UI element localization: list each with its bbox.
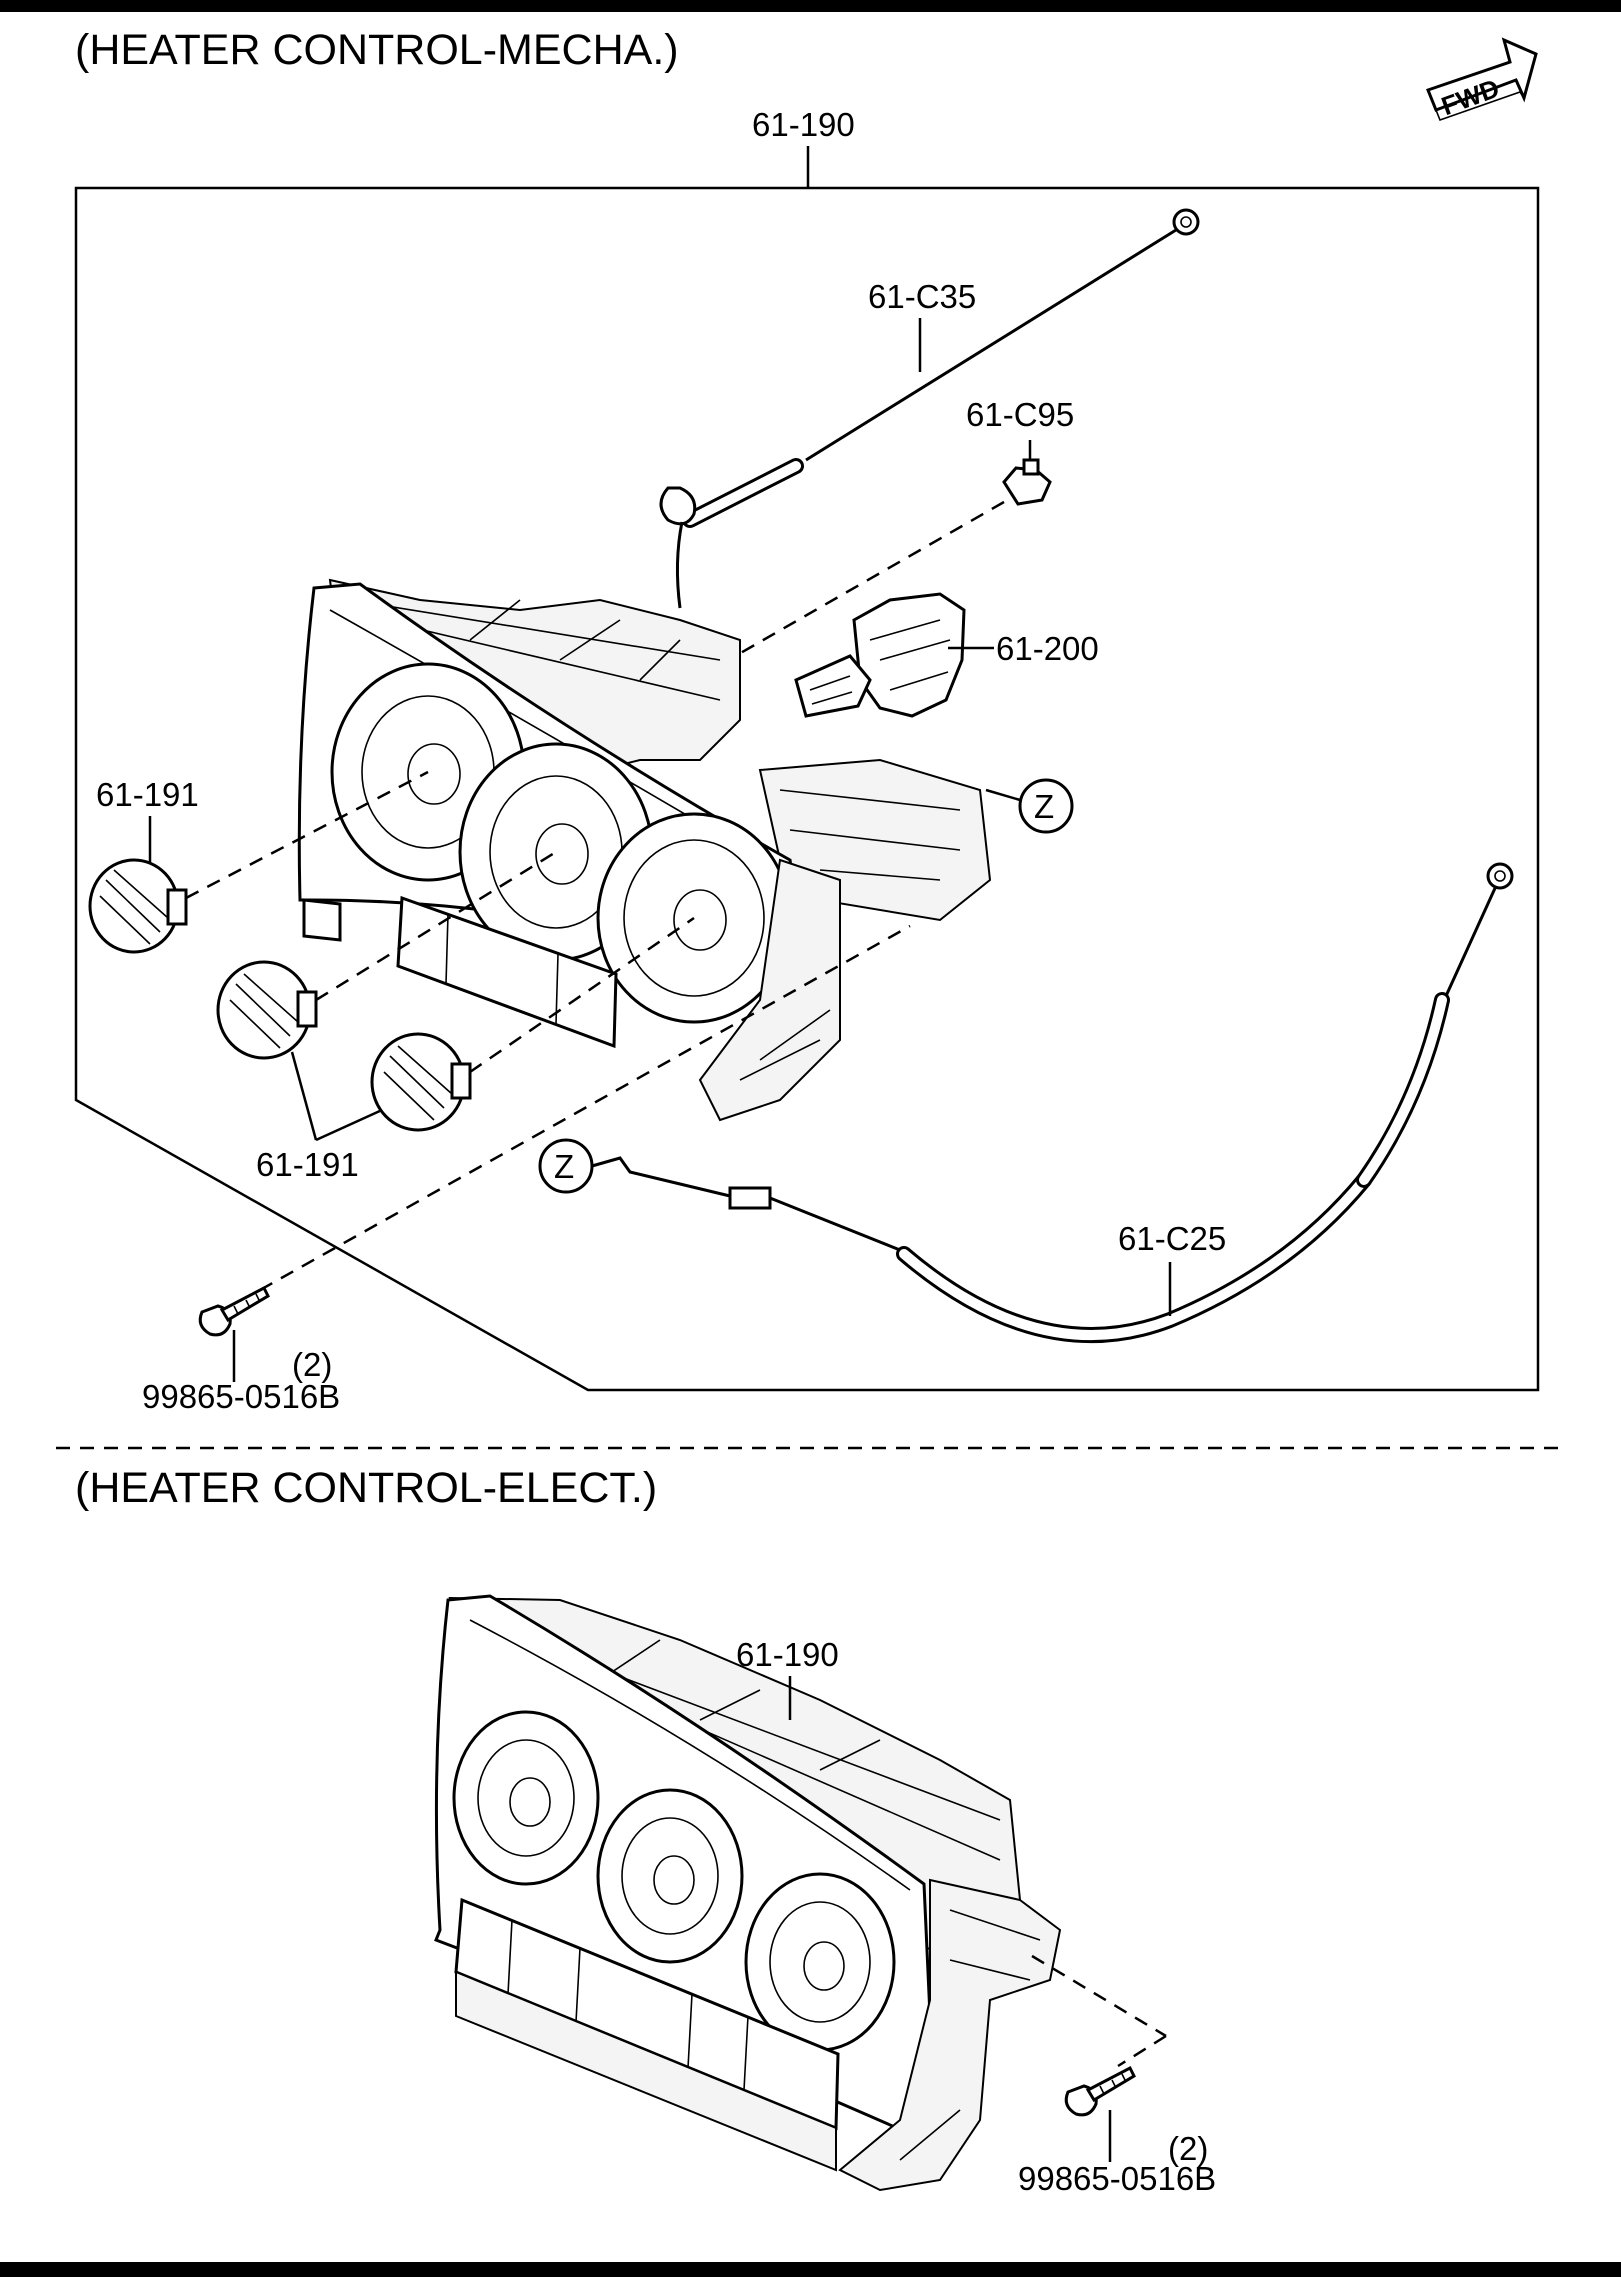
leader-61-191-lower bbox=[290, 1051, 383, 1142]
leader-dashed-screw-elect-2 bbox=[1117, 2034, 1167, 2068]
heater-control-unit-mecha bbox=[297, 578, 992, 1122]
detail-ref-z-bottom: Z bbox=[538, 1138, 594, 1194]
callout-61-190-mecha: 61-190 bbox=[752, 106, 855, 143]
top-border-bar bbox=[0, 0, 1621, 12]
detail-ref-z-bottom-label: Z bbox=[554, 1148, 574, 1185]
leader-dashed-screw-elect bbox=[1031, 1954, 1167, 2038]
heater-control-unit-elect bbox=[434, 1594, 1062, 2192]
knob-61-191-right bbox=[370, 1032, 472, 1132]
callout-99865-0516b-mecha: 99865-0516B bbox=[142, 1378, 340, 1415]
section-title-mecha: (HEATER CONTROL-MECHA.) bbox=[75, 26, 679, 74]
callout-99865-0516b-elect: 99865-0516B bbox=[1018, 2160, 1216, 2197]
detail-ref-z-top-label: Z bbox=[1034, 788, 1054, 825]
callout-61-200: 61-200 bbox=[996, 630, 1099, 667]
detail-ref-z-top: Z bbox=[985, 778, 1074, 834]
knob-61-191-left bbox=[88, 858, 188, 954]
knob-61-191-middle bbox=[216, 960, 318, 1060]
screw-99865-0516b-elect bbox=[1064, 2065, 1136, 2162]
assembly-boundary-mecha bbox=[74, 146, 1540, 1392]
bottom-border-bar bbox=[0, 2262, 1621, 2277]
callout-61-190-elect: 61-190 bbox=[736, 1636, 839, 1673]
blower-switch-61-200 bbox=[794, 592, 966, 718]
screw-qty-mecha: (2) bbox=[292, 1346, 332, 1383]
screw-99865-0516b-mecha bbox=[198, 1285, 270, 1382]
upper-cable-61-c35 bbox=[659, 208, 1200, 609]
fwd-arrow-icon: FWD bbox=[1426, 37, 1538, 121]
section-title-elect: (HEATER CONTROL-ELECT.) bbox=[75, 1464, 657, 1512]
leader-dashed-knob-left bbox=[185, 770, 429, 900]
leader-dashed-screw-mecha bbox=[259, 924, 911, 1292]
leader-dashed-knob-right bbox=[469, 916, 695, 1074]
fwd-label: FWD bbox=[1437, 73, 1503, 121]
lower-cable-61-c25 bbox=[591, 862, 1514, 1343]
screw-qty-elect: (2) bbox=[1168, 2130, 1208, 2167]
callout-61-191-lower: 61-191 bbox=[256, 1146, 359, 1183]
clip-61-c95 bbox=[1002, 440, 1052, 506]
callout-61-c25: 61-C25 bbox=[1118, 1220, 1226, 1257]
leader-dashed-clip bbox=[689, 500, 1005, 684]
callout-61-c95: 61-C95 bbox=[966, 396, 1074, 433]
callout-61-191-left: 61-191 bbox=[96, 776, 199, 813]
callout-61-c35: 61-C35 bbox=[868, 278, 976, 315]
